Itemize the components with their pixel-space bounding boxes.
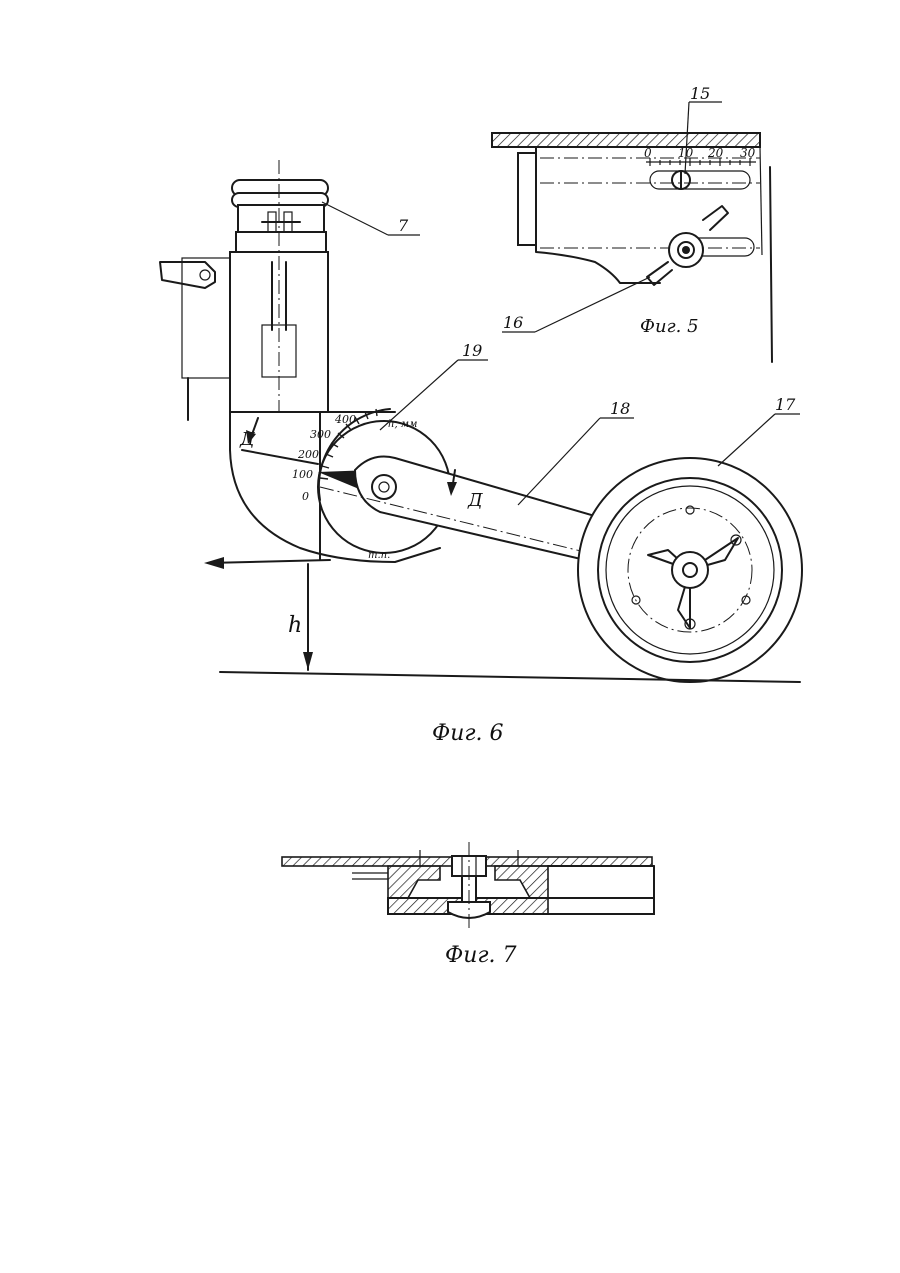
dial-tp-note: т.п. xyxy=(368,550,390,561)
fig6-head-clamp xyxy=(232,180,328,252)
dial-tick-200: 200 xyxy=(297,448,319,461)
fig6-caption: Фиг. 6 xyxy=(432,721,504,746)
fig6-wheel xyxy=(578,458,802,682)
dimension-h: h xyxy=(288,613,302,638)
dial-unit-note: h, мм xyxy=(388,419,417,430)
label-19: 19 xyxy=(462,341,482,360)
fig7-caption: Фиг. 7 xyxy=(445,943,517,968)
fig5-wing-nut xyxy=(647,206,728,285)
dial-tick-400: 400 xyxy=(334,413,356,426)
fig5-scale-tick-0: 0 xyxy=(644,146,652,160)
label-16: 16 xyxy=(503,313,523,332)
dial-tick-300: 300 xyxy=(310,428,331,441)
dial-tick-100: 100 xyxy=(292,468,313,481)
fig5-slot xyxy=(650,171,750,189)
fig5-side-wall xyxy=(518,153,536,245)
label-7: 7 xyxy=(398,216,409,235)
fig7-left-block xyxy=(388,866,440,898)
fig5-scale: 0 10 20 30 xyxy=(644,146,756,166)
fig5-top-plate xyxy=(492,133,760,147)
label-18: 18 xyxy=(610,399,630,418)
figure-6: 0 100 200 300 400 h, мм т.п. xyxy=(160,160,802,746)
label-15: 15 xyxy=(690,84,710,103)
figure-5: 0 10 20 30 15 16 Фиг. 5 xyxy=(492,84,772,362)
fig5-scale-tick-30: 30 xyxy=(740,146,756,160)
dial-tick-0: 0 xyxy=(302,490,309,503)
fig5-caption: Фиг. 5 xyxy=(640,316,699,337)
figure-7: Фиг. 7 xyxy=(282,842,654,968)
fig7-right-block xyxy=(495,866,548,898)
fig6-side-bracket xyxy=(182,258,230,378)
fig5-scale-tick-20: 20 xyxy=(707,146,724,160)
fig5-body-outline xyxy=(536,147,660,283)
marker-d-right: Д xyxy=(467,490,483,511)
label-17: 17 xyxy=(775,395,796,414)
